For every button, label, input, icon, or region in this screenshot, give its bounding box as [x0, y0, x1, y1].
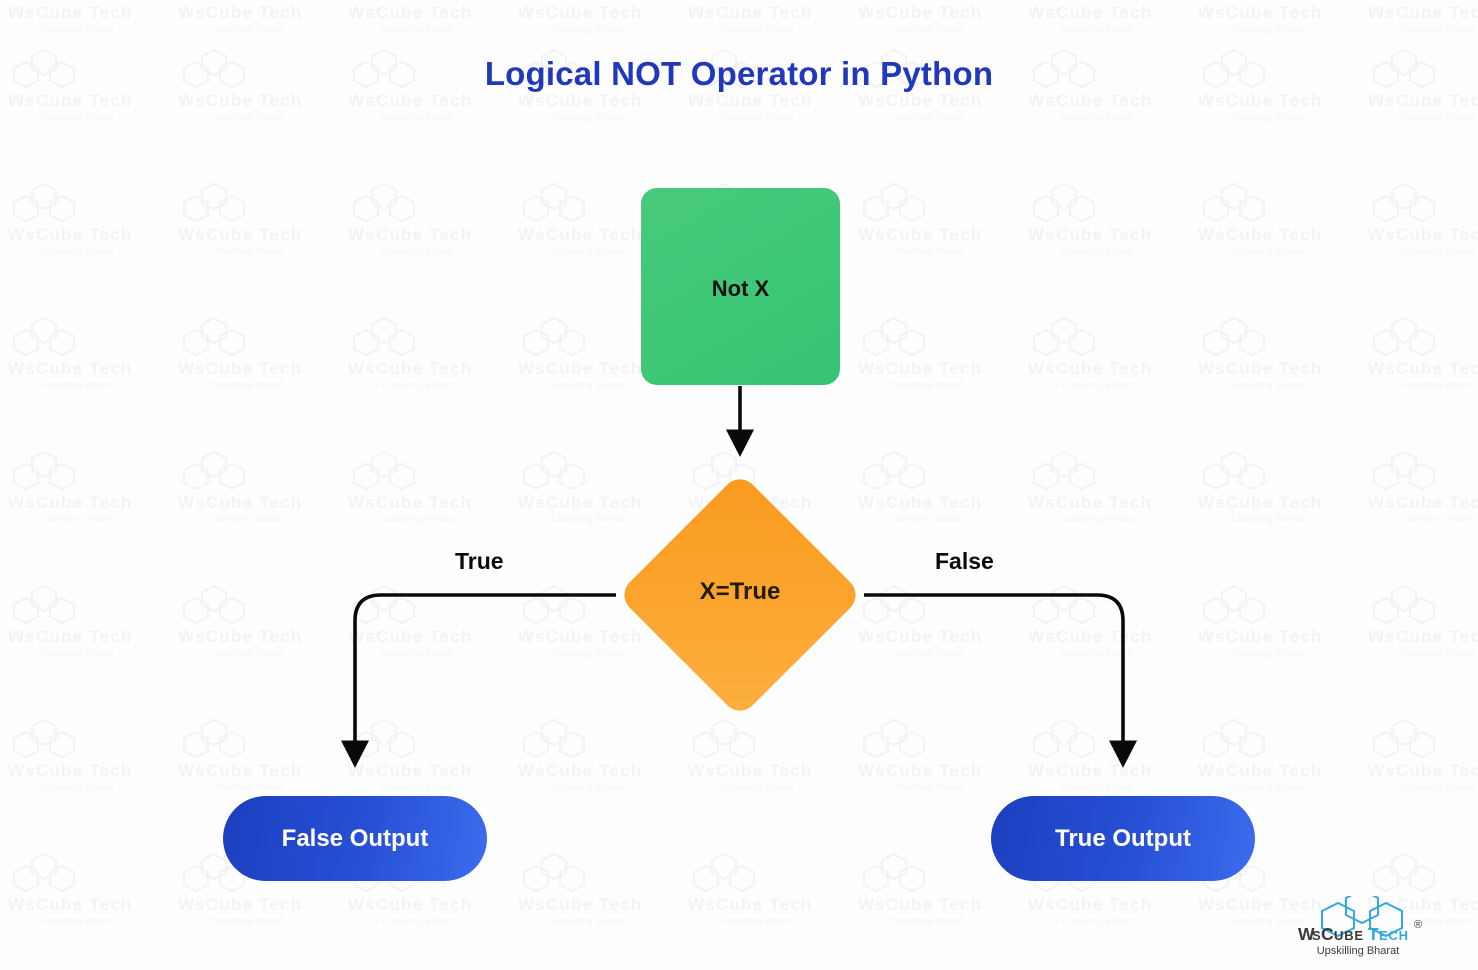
node-true-output-label: True Output	[1055, 824, 1191, 852]
svg-text:UBE: UBE	[1334, 928, 1364, 943]
node-true-output[interactable]: True Output	[991, 796, 1255, 881]
node-decision-label: X=True	[699, 578, 781, 605]
brand-name-text: W	[1298, 924, 1315, 944]
brand-tagline-text: Upskilling Bharat	[1317, 945, 1400, 957]
svg-text:®: ®	[1414, 919, 1422, 931]
node-decision-x-true[interactable]: X=True	[616, 471, 864, 719]
svg-text:ECH: ECH	[1379, 928, 1409, 943]
arrow-decision-to-true-output	[864, 593, 1138, 768]
edge-label-false: False	[935, 548, 994, 574]
svg-text:C: C	[1321, 924, 1334, 944]
svg-text:S: S	[1312, 928, 1321, 943]
node-start-not-x[interactable]: Not X	[641, 188, 840, 385]
node-start-label: Not X	[711, 276, 770, 301]
arrow-decision-to-false-output	[340, 593, 616, 768]
page-title: Logical NOT Operator in Python	[484, 55, 994, 92]
wscube-tech-logo: W S C UBE T ECH ® Upskilling Bharat	[1296, 896, 1456, 958]
edge-label-true: True	[455, 548, 504, 574]
node-false-output[interactable]: False Output	[223, 796, 487, 881]
node-false-output-label: False Output	[281, 824, 429, 852]
svg-text:T: T	[1368, 924, 1379, 944]
brand-logo-icon: W S C UBE T ECH ® Upskilling Bharat	[1298, 896, 1422, 957]
